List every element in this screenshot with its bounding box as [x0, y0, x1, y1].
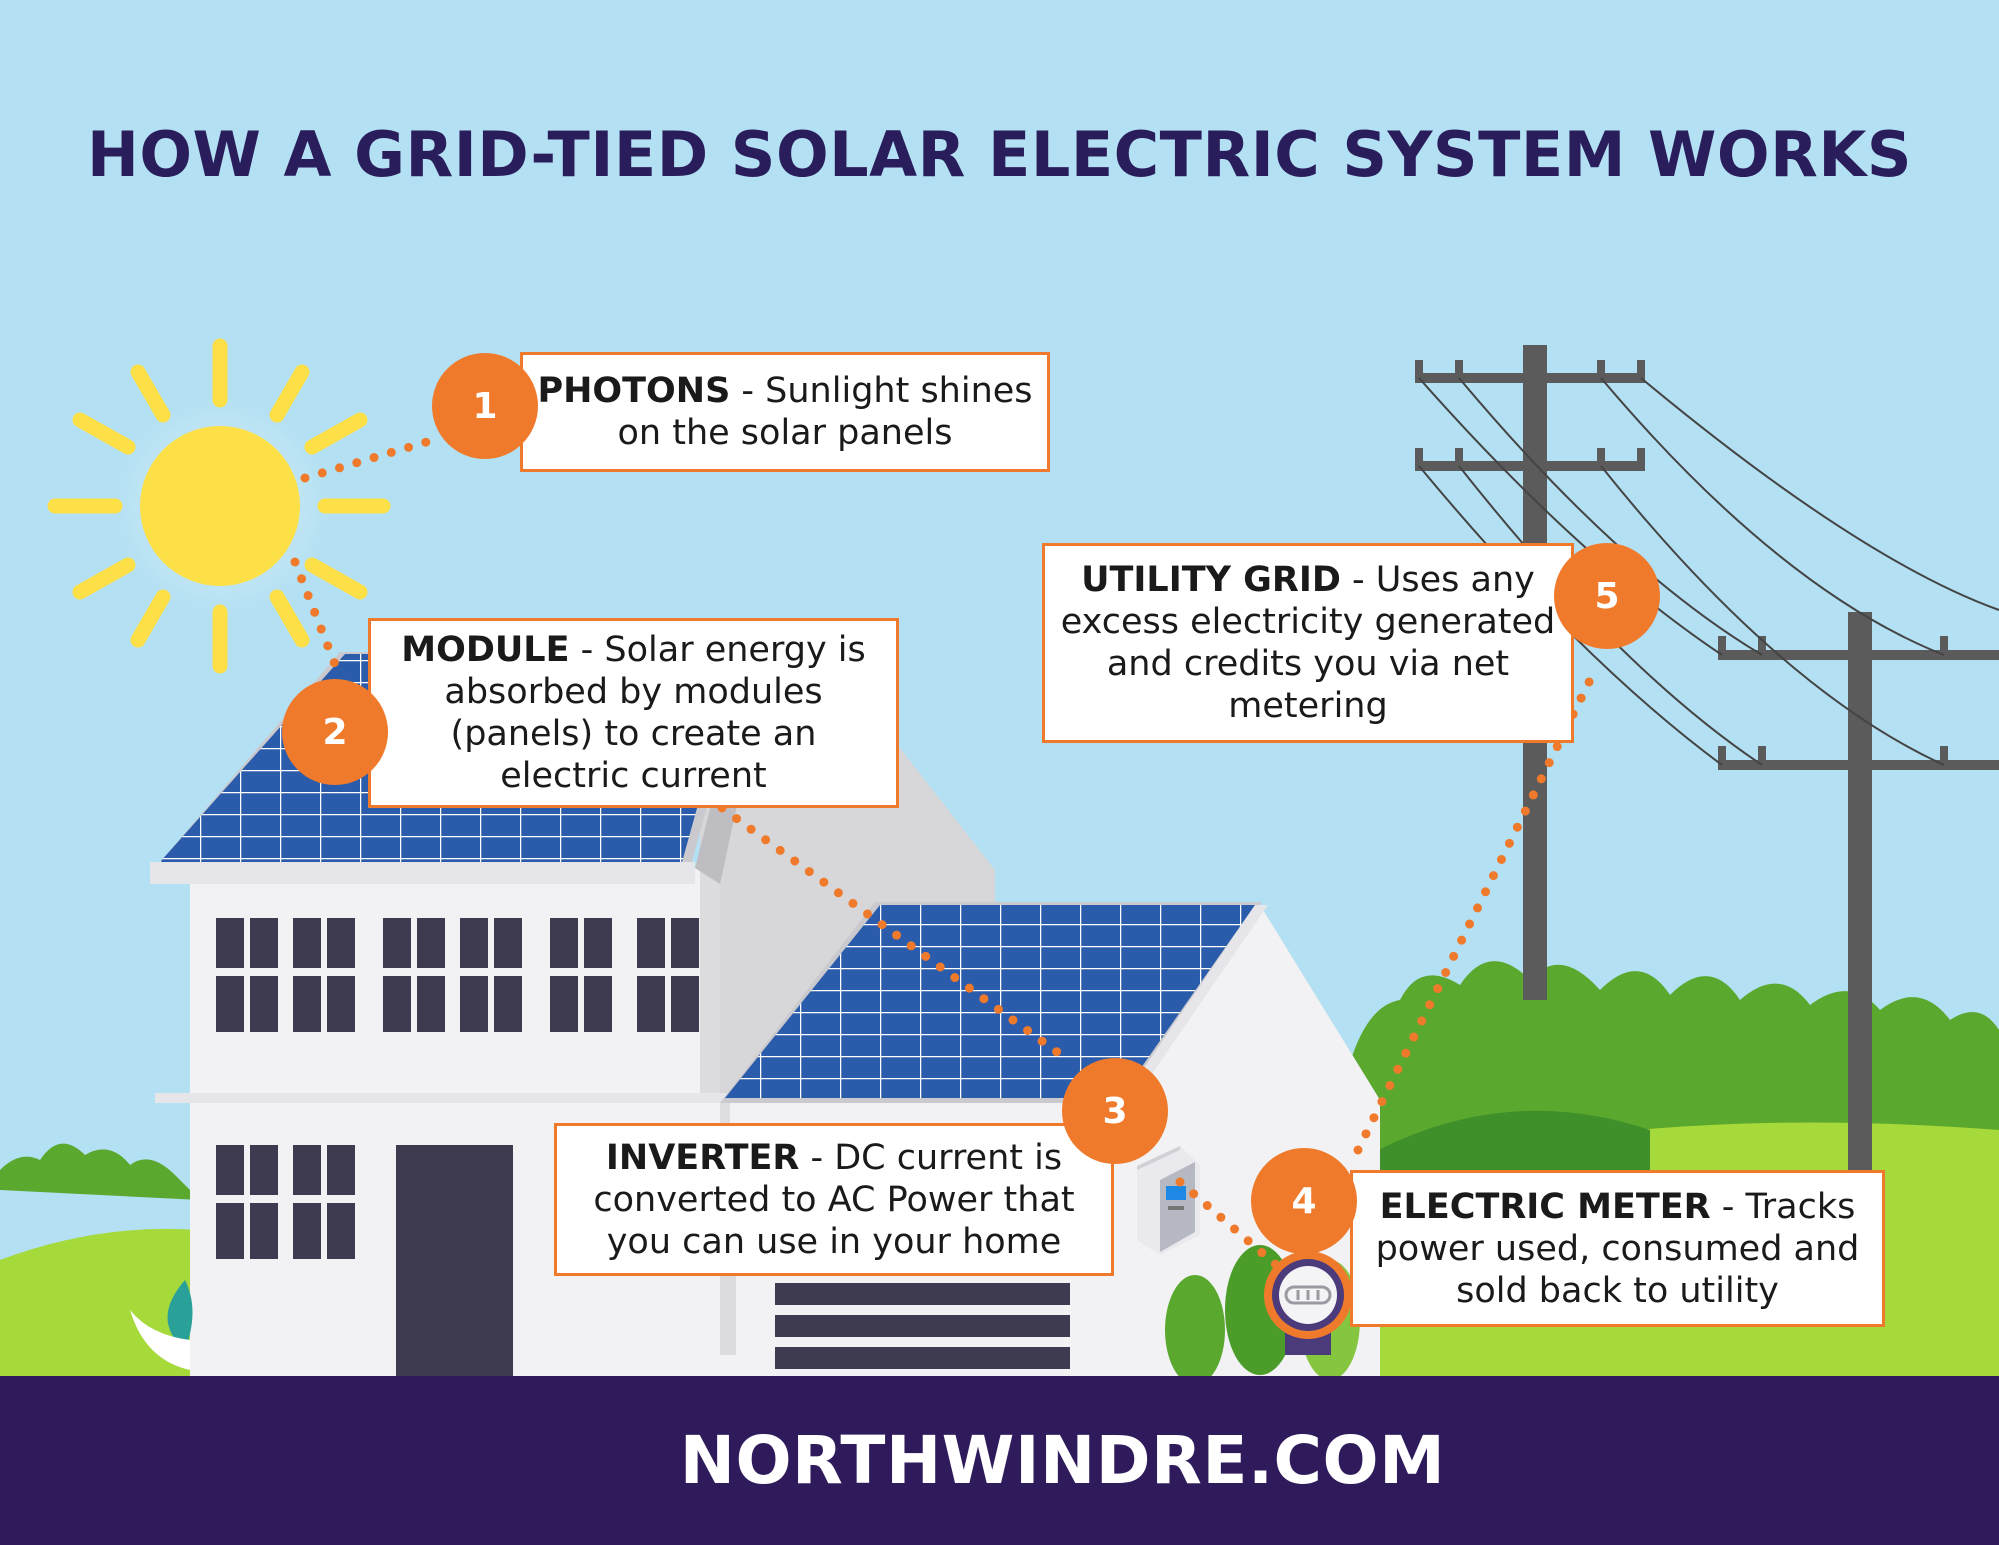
meter-term: ELECTRIC METER [1379, 1186, 1711, 1227]
leaf-decoration [167, 1280, 193, 1350]
sun-icon [47, 338, 391, 674]
electric-meter-icon [1264, 1251, 1352, 1355]
inverter-icon [1137, 1146, 1200, 1255]
callout-photons: PHOTONS - Sunlight shines on the solar p… [520, 352, 1050, 472]
inverter-desc: - DC current is converted to AC Power th… [593, 1137, 1075, 1262]
solar-panel-icon-lower [720, 902, 1268, 1103]
logo-icon-spacer [554, 1409, 658, 1513]
module-term: MODULE [401, 630, 570, 670]
step-2-badge: 2 [282, 679, 388, 785]
ground-hill-right-dark [1360, 1110, 1650, 1170]
connector-meter-to-grid [1353, 663, 1601, 1155]
inverter-term: INVERTER [605, 1137, 800, 1178]
connector-inverter-to-meter [1175, 1177, 1287, 1275]
dotted-connectors [290, 433, 1601, 1275]
step-5-badge: 5 [1554, 543, 1660, 649]
step-3-badge: 3 [1062, 1058, 1168, 1164]
callout-utility-grid: UTILITY GRID - Uses any excess electrici… [1042, 543, 1574, 743]
photons-desc: - Sunlight shines on the solar panels [617, 371, 1033, 453]
step-1-badge: 1 [432, 353, 538, 459]
callout-inverter: INVERTER - DC current is converted to AC… [554, 1123, 1114, 1276]
footer-bar: NORTHWINDRE.COM [0, 1376, 1999, 1545]
connector-module-to-inverter [717, 803, 1073, 1065]
leaf-decoration-white [130, 1310, 190, 1370]
callout-electric-meter: ELECTRIC METER - Tracks power used, cons… [1350, 1170, 1885, 1327]
bushes-left [0, 1143, 200, 1200]
porch-column [720, 1270, 736, 1355]
grid-desc: - Uses any excess electricity generated … [1060, 560, 1556, 726]
page-title: HOW A GRID-TIED SOLAR ELECTRIC SYSTEM WO… [86, 118, 1913, 191]
connector-sun-to-photons [300, 433, 445, 483]
grid-term: UTILITY GRID [1081, 560, 1341, 600]
step-4-badge: 4 [1251, 1148, 1357, 1254]
module-desc: - Solar energy is absorbed by modules (p… [444, 630, 866, 796]
photons-term: PHOTONS [537, 371, 731, 411]
connector-sun-to-module [290, 557, 343, 677]
callout-module: MODULE - Solar energy is absorbed by mod… [368, 618, 899, 808]
footer-site-link[interactable]: NORTHWINDRE.COM [679, 1422, 1446, 1499]
meter-desc: - Tracks power used, consumed and sold b… [1375, 1186, 1860, 1311]
